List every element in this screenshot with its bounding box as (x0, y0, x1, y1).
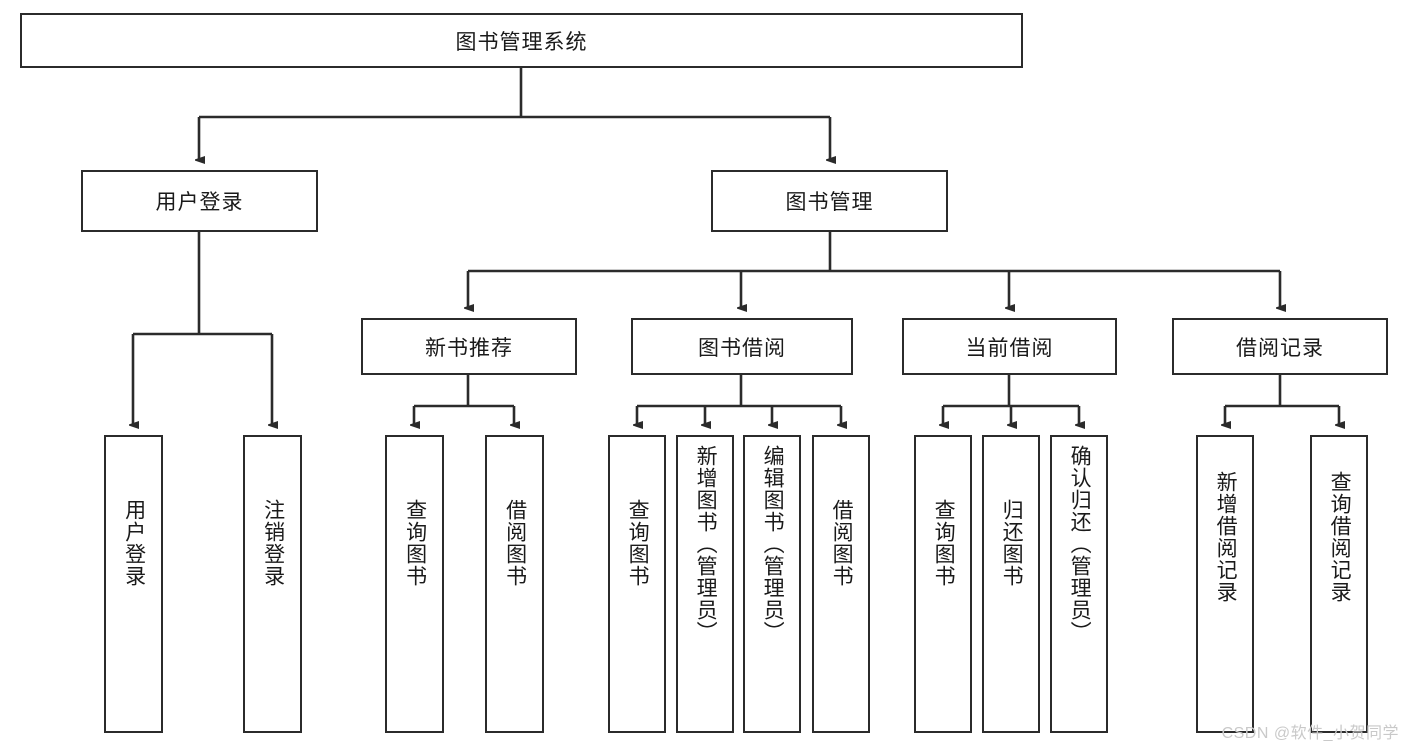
leaf-current-borrow-1[interactable]: 查询图书 (914, 435, 972, 733)
leaf-user-login-2[interactable]: 注销登录 (243, 435, 302, 733)
leaf-new-book-1[interactable]: 查询图书 (385, 435, 444, 733)
leaf-label: 借阅图书 (830, 499, 854, 587)
leaf-label: 归还图书 (1000, 499, 1024, 587)
node-root-label: 图书管理系统 (455, 30, 588, 54)
node-new-book-recommend[interactable]: 新书推荐 (361, 318, 577, 375)
leaf-current-borrow-2[interactable]: 归还图书 (982, 435, 1040, 733)
leaf-label: 用户登录 (122, 499, 146, 587)
node-book-borrow[interactable]: 图书借阅 (631, 318, 853, 375)
leaf-new-book-2[interactable]: 借阅图书 (485, 435, 544, 733)
leaf-label: 查询图书 (403, 499, 427, 587)
leaf-label: 查询借阅记录 (1328, 471, 1352, 603)
leaf-label: 查询图书 (932, 499, 956, 587)
node-borrow-record-label: 借阅记录 (1236, 336, 1324, 360)
edges (133, 68, 1339, 425)
watermark: CSDN @软件_小贺同学 (1221, 725, 1399, 742)
node-book-manage-label: 图书管理 (785, 191, 874, 214)
node-book-manage[interactable]: 图书管理 (711, 170, 948, 232)
leaf-book-borrow-2[interactable]: 新增图书（管理员） (676, 435, 734, 733)
node-new-book-recommend-label: 新书推荐 (425, 336, 513, 360)
leaf-label: 新增借阅记录 (1214, 471, 1238, 603)
leaf-book-borrow-1[interactable]: 查询图书 (608, 435, 666, 733)
node-user-login[interactable]: 用户登录 (81, 170, 318, 232)
leaf-user-login-1[interactable]: 用户登录 (104, 435, 163, 733)
node-root[interactable]: 图书管理系统 (20, 13, 1023, 68)
node-current-borrow[interactable]: 当前借阅 (902, 318, 1117, 375)
node-user-login-label: 用户登录 (155, 191, 244, 214)
leaf-label: 确认归还（管理员） (1068, 445, 1092, 643)
leaf-label: 注销登录 (261, 499, 285, 587)
node-book-borrow-label: 图书借阅 (698, 336, 786, 360)
leaf-book-borrow-3[interactable]: 编辑图书（管理员） (743, 435, 801, 733)
leaf-borrow-record-2[interactable]: 查询借阅记录 (1310, 435, 1368, 733)
leaf-book-borrow-4[interactable]: 借阅图书 (812, 435, 870, 733)
leaf-label: 借阅图书 (503, 499, 527, 587)
node-borrow-record[interactable]: 借阅记录 (1172, 318, 1388, 375)
node-current-borrow-label: 当前借阅 (965, 336, 1054, 360)
leaf-label: 编辑图书（管理员） (761, 445, 785, 643)
leaf-label: 查询图书 (626, 499, 650, 587)
leaf-current-borrow-3[interactable]: 确认归还（管理员） (1050, 435, 1108, 733)
leaf-label: 新增图书（管理员） (694, 445, 718, 643)
leaf-borrow-record-1[interactable]: 新增借阅记录 (1196, 435, 1254, 733)
